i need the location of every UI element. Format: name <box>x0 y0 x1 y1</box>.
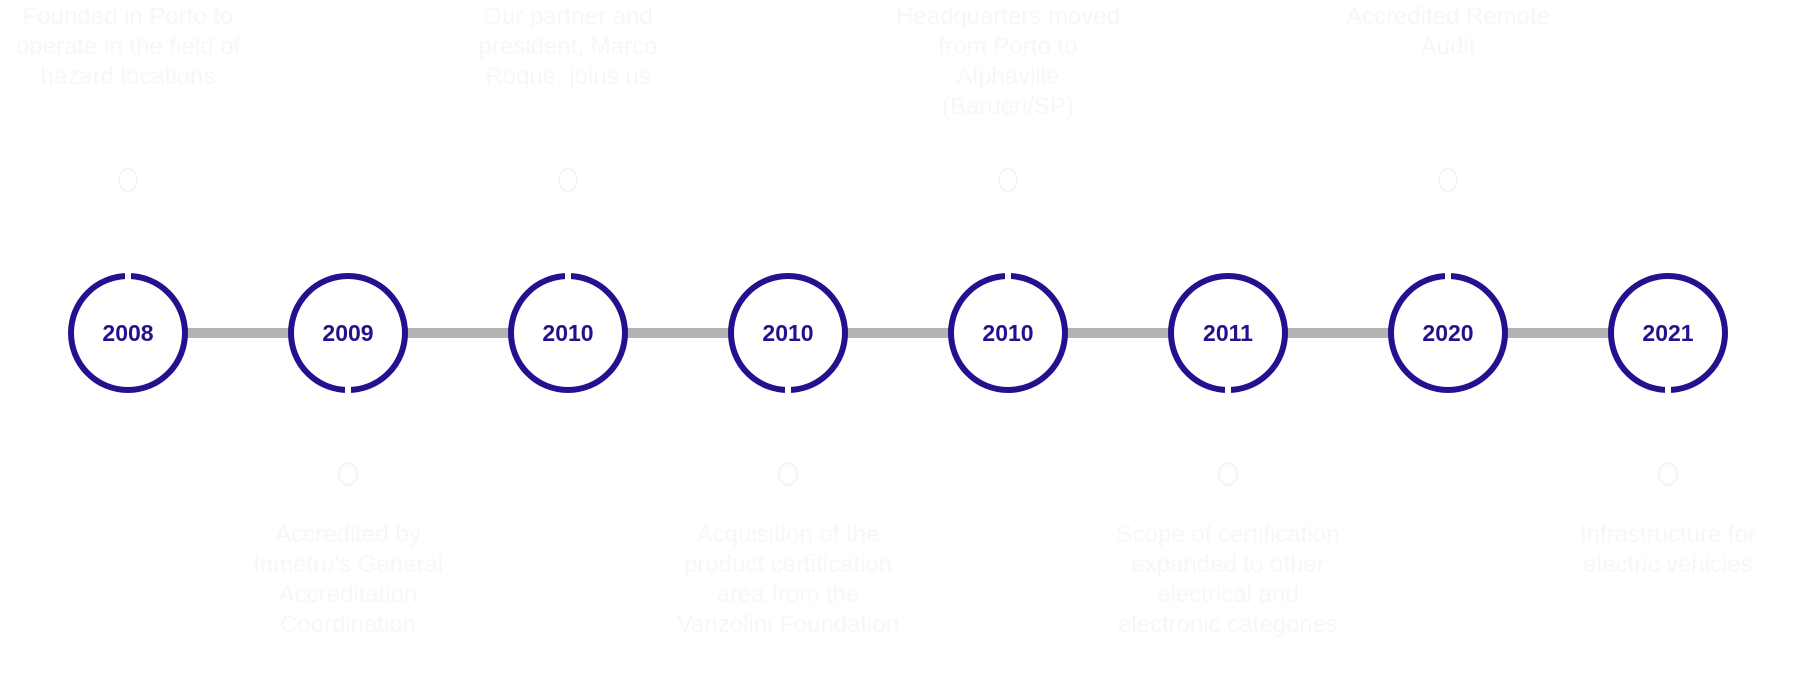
pin-icon <box>338 462 358 486</box>
circle-notch <box>125 270 131 282</box>
milestone-year: 2020 <box>1422 320 1474 346</box>
milestone-description: Scope of certification expanded to other… <box>1116 521 1340 638</box>
circle-notch <box>1005 270 1011 282</box>
milestone-year: 2008 <box>102 320 154 346</box>
circle-notch <box>345 384 351 396</box>
circle-notch <box>565 270 571 282</box>
pin-icon <box>558 168 578 192</box>
milestone-description: Infrastructure for electric vehicles <box>1579 521 1757 578</box>
pin-icon <box>118 168 138 192</box>
milestone-year: 2010 <box>982 320 1034 346</box>
milestone-description: Accredited by Inmetro's General Accredit… <box>253 521 443 638</box>
circle-notch <box>1445 270 1451 282</box>
pin-icon <box>998 168 1018 192</box>
circle-notch <box>1225 384 1231 396</box>
milestone-description: Acquisition of the product certification… <box>676 521 900 638</box>
pin-icon <box>778 462 798 486</box>
milestone-year: 2011 <box>1203 320 1253 346</box>
pin-icon <box>1438 168 1458 192</box>
milestone-year: 2010 <box>762 320 814 346</box>
pin-icon <box>1218 462 1238 486</box>
milestone-year: 2009 <box>322 320 374 346</box>
milestone-description: Accredited Remote Audit <box>1345 3 1551 60</box>
milestone-year: 2010 <box>542 320 594 346</box>
circle-notch <box>1665 384 1671 396</box>
milestone-year: 2021 <box>1642 320 1694 346</box>
pin-icon <box>1658 462 1678 486</box>
circle-notch <box>785 384 791 396</box>
milestone-description: Founded in Porto to operate in the field… <box>15 3 241 90</box>
milestone-description: Our partner and president, Marco Roque, … <box>478 3 658 90</box>
milestone-description: Headquarters moved from Porto to Alphavi… <box>895 3 1121 120</box>
